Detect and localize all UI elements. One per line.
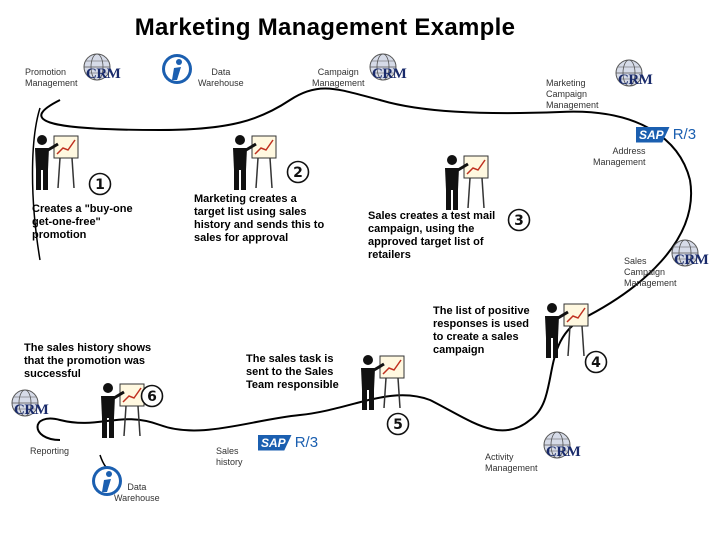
step-number-5-text: 5 <box>393 417 403 433</box>
step-number-3-text: 3 <box>514 213 524 229</box>
step-4-text: The list of positive responses is used t… <box>433 305 530 356</box>
presenter-icon-step4 <box>545 303 589 358</box>
promotion-management-label: Promotion Management <box>25 67 78 88</box>
crm-logo-promotion: CRM <box>80 52 121 87</box>
crm-logo-marketing-campaign: CRM <box>612 58 653 93</box>
sap-r3-logo-sales-history: SAP R/3 <box>258 434 318 451</box>
presenter-icon-step1 <box>35 135 79 190</box>
step-number-5: 5 <box>386 412 410 436</box>
globe-icon <box>543 431 571 459</box>
globe-icon <box>369 53 397 81</box>
crm-text: CRM <box>546 444 581 460</box>
r3-text: R/3 <box>672 126 697 143</box>
presenter-icon-step2 <box>233 135 277 190</box>
step-number-1: 1 <box>88 172 112 196</box>
sap-r3-logo-address: SAP R/3 <box>636 126 696 143</box>
globe-icon <box>11 389 39 417</box>
crm-logo-sales-campaign: CRM <box>668 238 709 273</box>
crm-logo-campaign: CRM <box>366 52 407 87</box>
step-6-text: The sales history shows that the promoti… <box>24 342 152 380</box>
reporting-label: Reporting <box>30 446 70 456</box>
step-number-2-text: 2 <box>293 165 303 181</box>
sales-campaign-management-label: Sales Campaign Management <box>624 256 677 288</box>
presenter-icon-step5 <box>361 355 405 410</box>
activity-management-label: Activity Management <box>485 452 538 473</box>
data-warehouse-top-label: Data Warehouse <box>198 67 244 88</box>
data-warehouse-bottom-label: Data Warehouse <box>114 482 160 503</box>
step-number-6-text: 6 <box>147 389 157 405</box>
data-warehouse-bottom-icon <box>92 466 122 496</box>
step-1-text: Creates a "buy-one get-one-free" promoti… <box>32 203 133 241</box>
crm-logo-activity: CRM <box>540 430 581 465</box>
sap-text: SAP <box>636 126 670 143</box>
crm-text: CRM <box>618 72 653 88</box>
data-warehouse-icon <box>162 54 192 84</box>
r3-text: R/3 <box>294 434 319 451</box>
step-3-text: Sales creates a test mail campaign, usin… <box>368 210 496 261</box>
globe-icon <box>615 59 643 87</box>
crm-logo-reporting: CRM <box>8 388 49 423</box>
step-number-6: 6 <box>140 384 164 408</box>
step-number-2: 2 <box>286 160 310 184</box>
crm-text: CRM <box>674 252 709 268</box>
campaign-management-label: Campaign Management <box>312 67 365 88</box>
globe-icon <box>83 53 111 81</box>
crm-text: CRM <box>372 66 407 82</box>
presenter-icon-step3 <box>445 155 489 210</box>
crm-text: CRM <box>86 66 121 82</box>
marketing-campaign-management-label: Marketing Campaign Management <box>546 78 599 110</box>
step-2-text: Marketing creates a target list using sa… <box>194 193 325 244</box>
address-management-label: Address Management <box>593 146 646 167</box>
step-number-4-text: 4 <box>591 355 601 371</box>
step-number-3: 3 <box>507 208 531 232</box>
crm-text: CRM <box>14 402 49 418</box>
step-number-1-text: 1 <box>95 177 105 193</box>
sales-history-label: Sales history <box>216 446 243 467</box>
presenter-icon-step6 <box>101 383 145 438</box>
sap-text: SAP <box>258 434 292 451</box>
globe-icon <box>671 239 699 267</box>
step-number-4: 4 <box>584 350 608 374</box>
page-title: Marketing Management Example <box>134 14 516 41</box>
step-5-text: The sales task is sent to the Sales Team… <box>246 353 339 391</box>
